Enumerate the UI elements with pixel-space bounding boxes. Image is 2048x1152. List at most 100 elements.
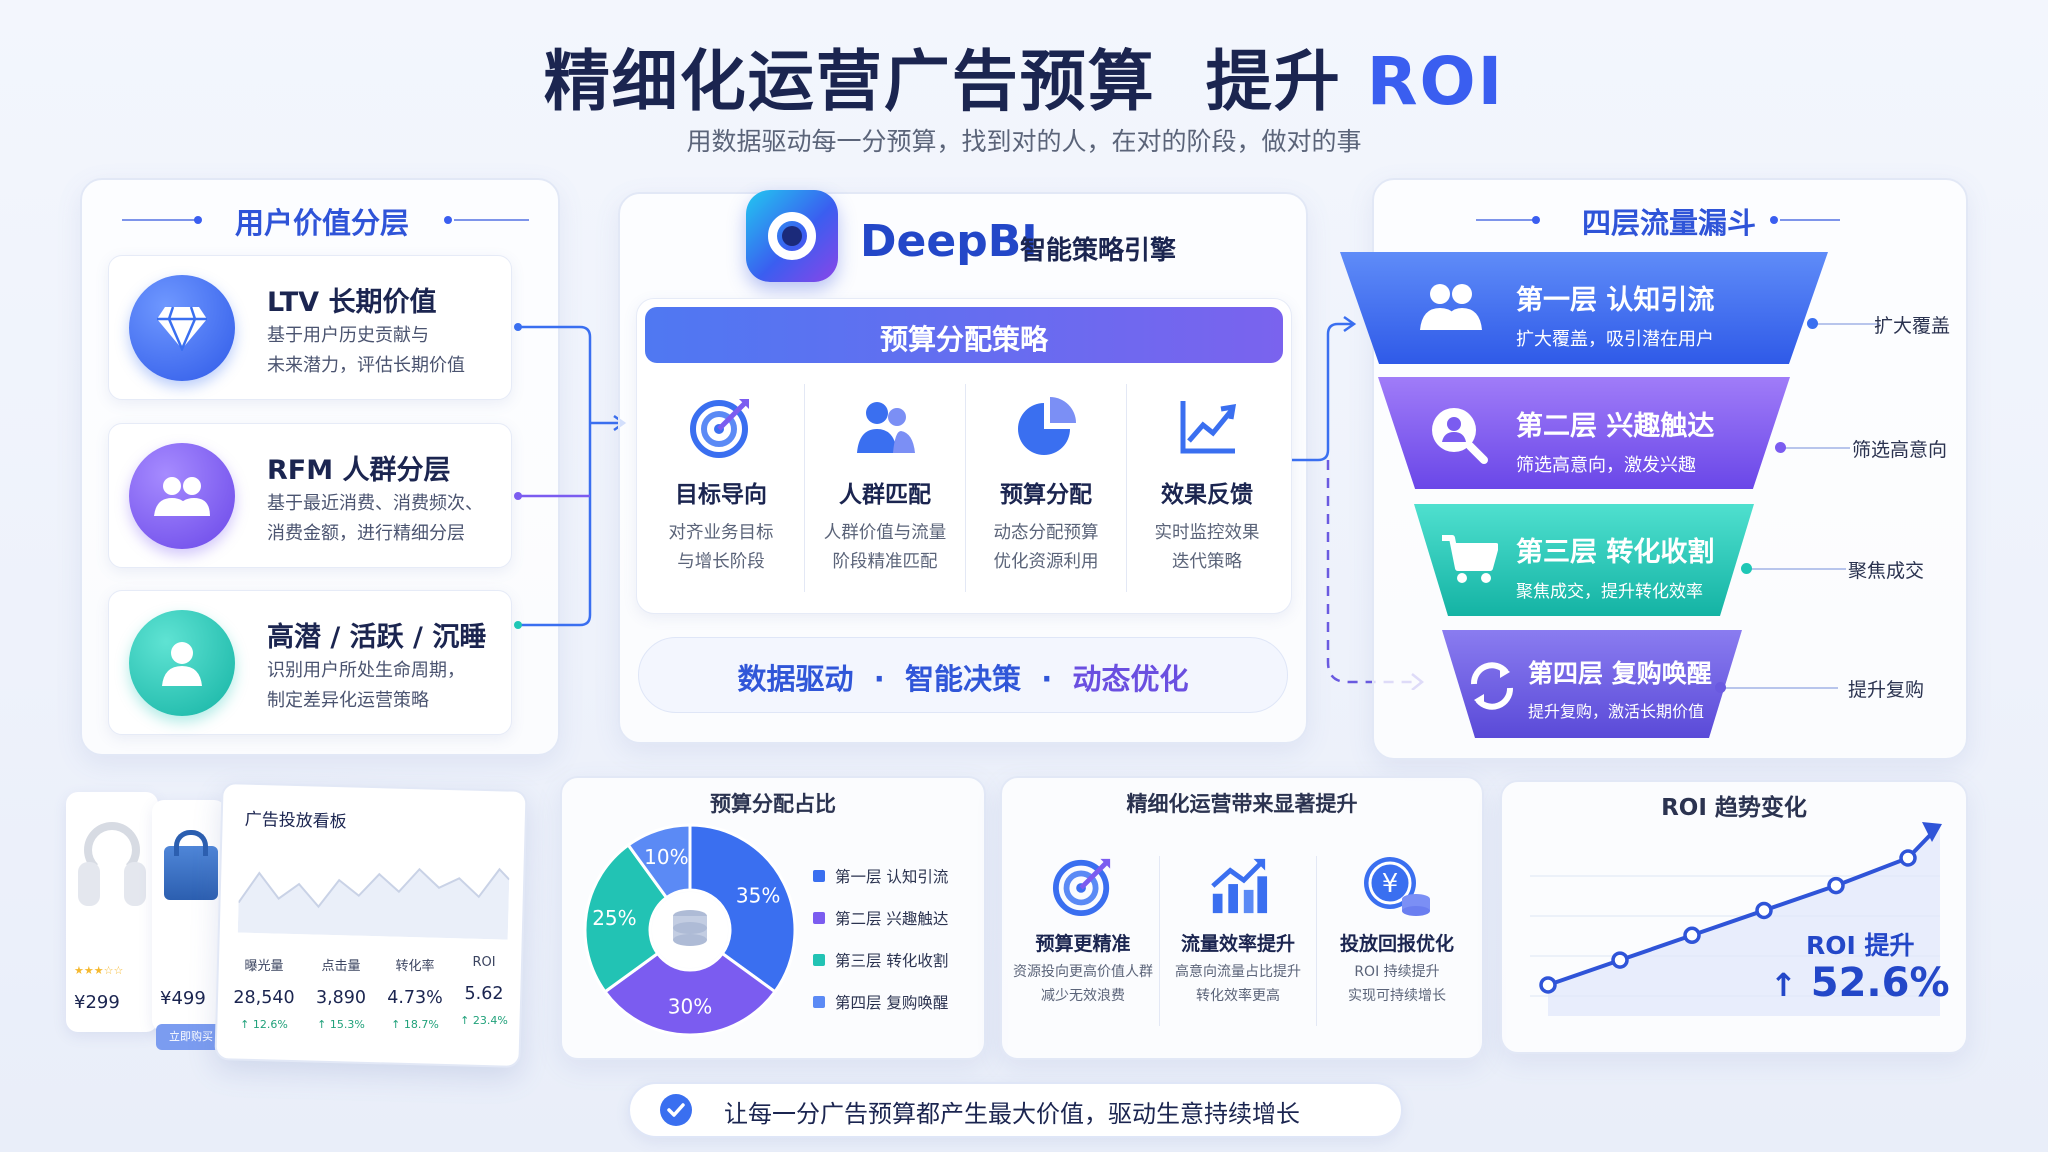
check-icon xyxy=(660,1094,692,1126)
improvement-precise: 预算更精准 资源投向更高价值人群 减少无效浪费 xyxy=(1003,855,1163,1008)
deepbi-brand-sub: 智能策略引擎 xyxy=(1020,236,1177,266)
ad-dashboard-card: 广告投放看板 xyxy=(214,782,528,1068)
pie-icon xyxy=(1018,397,1076,455)
roi-annotation-number: 52.6% xyxy=(1810,960,1950,1006)
funnel-title: 四层流量漏斗 xyxy=(1581,206,1756,240)
metric-cvr: 转化率 4.73% ↑ 18.7% xyxy=(380,955,450,1031)
strategy-target-name: 目标导向 xyxy=(675,482,767,508)
roi-annotation-label: ROI 提升 xyxy=(1806,931,1915,960)
metric-impressions: 曝光量 28,540 ↑ 12.6% xyxy=(229,955,299,1031)
product-price-1: ¥299 xyxy=(74,992,120,1013)
rfm-desc-2: 消费金额，进行精细分层 xyxy=(267,523,465,544)
legend-swatch xyxy=(813,954,825,966)
ltv-desc-1: 基于用户历史贡献与 xyxy=(267,325,429,346)
pie-slice xyxy=(688,823,797,994)
funnel-side-line xyxy=(1720,687,1838,689)
user-icon xyxy=(129,610,235,716)
strategy-target-desc-2: 与增长阶段 xyxy=(677,552,765,572)
rfm-title: RFM 人群分层 xyxy=(267,455,451,486)
roi-point xyxy=(1683,926,1701,945)
svg-text:¥: ¥ xyxy=(1382,869,1399,899)
strategy-divider xyxy=(804,384,805,592)
funnel-side-dot xyxy=(1807,318,1818,329)
pie-slice-label: 30% xyxy=(668,995,712,1019)
funnel-side-label-3: 聚焦成交 xyxy=(1848,560,1925,582)
section-dot xyxy=(1770,216,1778,224)
strategy-budget-name: 预算分配 xyxy=(1000,482,1092,508)
rfm-desc-1: 基于最近消费、消费频次、 xyxy=(267,493,483,514)
metric-roi: ROI 5.62 ↑ 23.4% xyxy=(449,955,519,1027)
strategy-header xyxy=(645,307,1283,363)
buy-button[interactable]: 立即购买 xyxy=(156,1024,226,1050)
pie-slice xyxy=(583,842,669,994)
product-rating-stars: ★★★☆☆ xyxy=(74,964,124,977)
refresh-icon xyxy=(1471,662,1513,710)
improvement-divider xyxy=(1316,856,1317,1026)
improvement-return: ¥ 投放回报优化 ROI 持续提升 实现可持续增长 xyxy=(1317,855,1477,1008)
ltv-title: LTV 长期价值 xyxy=(267,287,437,318)
page-subtitle: 用数据驱动每一分预算，找到对的人，在对的阶段，做对的事 xyxy=(686,127,1362,156)
funnel-side-dot xyxy=(1741,563,1752,574)
section-deco-left xyxy=(1476,219,1536,221)
section-deco-right xyxy=(1780,219,1840,221)
improvement-divider xyxy=(1159,856,1160,1026)
lifecycle-title: 高潜 / 活跃 / 沉睡 xyxy=(267,622,487,653)
bar-growth-icon xyxy=(1211,858,1268,914)
engine-footer-pill xyxy=(638,637,1288,713)
strategy-budget-desc-2: 优化资源利用 xyxy=(993,552,1099,572)
improvement-efficiency: 流量效率提升 高意向流量占比提升 转化效率更高 xyxy=(1158,855,1318,1008)
metric-roi-value: 5.62 xyxy=(464,984,504,1004)
funnel-side-label-1: 扩大覆盖 xyxy=(1874,315,1951,337)
budget-pie-chart: 35%30%25%10% xyxy=(583,823,797,1037)
strategy-feedback-name: 效果反馈 xyxy=(1161,482,1253,508)
left-connectors xyxy=(514,323,627,629)
strategy-divider xyxy=(1126,384,1127,592)
funnel-layer-4 xyxy=(1442,630,1742,738)
improvement-return-name: 投放回报优化 xyxy=(1339,933,1454,955)
funnel-layer-4-text: 第四层 复购唤醒 提升复购，激活长期价值 xyxy=(1528,654,1712,722)
section-dot xyxy=(444,216,452,224)
funnel-layer-2-text: 第二层 兴趣触达 筛选高意向，激发兴趣 xyxy=(1516,404,1714,477)
rfm-card: RFM 人群分层 基于最近消费、消费频次、 消费金额，进行精细分层 xyxy=(108,423,512,568)
bottom-banner xyxy=(628,1082,1403,1138)
metric-clicks-change: ↑ 15.3% xyxy=(317,1018,365,1031)
funnel-layer-1-title: 第一层 认知引流 xyxy=(1516,285,1715,316)
people-icon xyxy=(857,402,915,453)
metric-roi-change: ↑ 23.4% xyxy=(460,1014,508,1027)
ad-dashboard-sparkline xyxy=(237,867,510,940)
strategy-target-desc-1: 对齐业务目标 xyxy=(668,523,774,543)
improvement-return-desc-2: 实现可持续增长 xyxy=(1348,988,1446,1004)
lifecycle-card: 高潜 / 活跃 / 沉睡 识别用户所处生命周期， 制定差异化运营策略 xyxy=(108,590,512,735)
pie-slice xyxy=(626,823,692,900)
product-card-bag: ¥499 立即购买 xyxy=(152,800,226,1050)
ltv-desc-2: 未来潜力，评估长期价值 xyxy=(267,355,465,376)
strategy-people-name: 人群匹配 xyxy=(839,482,931,508)
section-deco-right xyxy=(454,219,529,221)
deepbi-logo-icon xyxy=(746,190,838,282)
roi-point xyxy=(1755,901,1773,920)
up-arrow-icon: ↑ xyxy=(1770,966,1797,1004)
bag-icon xyxy=(164,846,218,900)
funnel-layer-4-title: 第四层 复购唤醒 xyxy=(1528,659,1712,688)
bottom-banner-text: 让每一分广告预算都产生最大价值，驱动生意持续增长 xyxy=(724,1100,1300,1128)
legend-swatch xyxy=(813,870,825,882)
ad-dashboard-title: 广告投放看板 xyxy=(244,809,347,833)
funnel-layer-2-desc: 筛选高意向，激发兴趣 xyxy=(1516,455,1696,476)
strategy-people: 人群匹配 人群价值与流量 阶段精准匹配 xyxy=(805,395,965,577)
funnel-layer-4-desc: 提升复购，激活长期价值 xyxy=(1528,702,1705,721)
pie-legend-2: 第二层 兴趣触达 xyxy=(813,907,948,929)
pie-slice-label: 35% xyxy=(736,883,780,907)
improvement-efficiency-desc-2: 转化效率更高 xyxy=(1196,988,1280,1004)
database-icon xyxy=(673,910,707,946)
funnel-side-line xyxy=(1812,323,1880,325)
improvement-efficiency-desc-1: 高意向流量占比提升 xyxy=(1175,964,1301,980)
strategy-people-desc-2: 阶段精准匹配 xyxy=(832,552,938,572)
roi-point xyxy=(1539,976,1557,994)
funnel-side-line xyxy=(1780,447,1850,449)
trend-icon xyxy=(1180,401,1237,454)
roi-annotation-value: ↑ 52.6% xyxy=(1770,960,1950,1006)
funnel-side-line xyxy=(1746,568,1846,570)
pie-slice-label: 10% xyxy=(644,845,688,869)
pie-legend-1: 第一层 认知引流 xyxy=(813,865,948,887)
cart-icon xyxy=(1442,535,1498,583)
